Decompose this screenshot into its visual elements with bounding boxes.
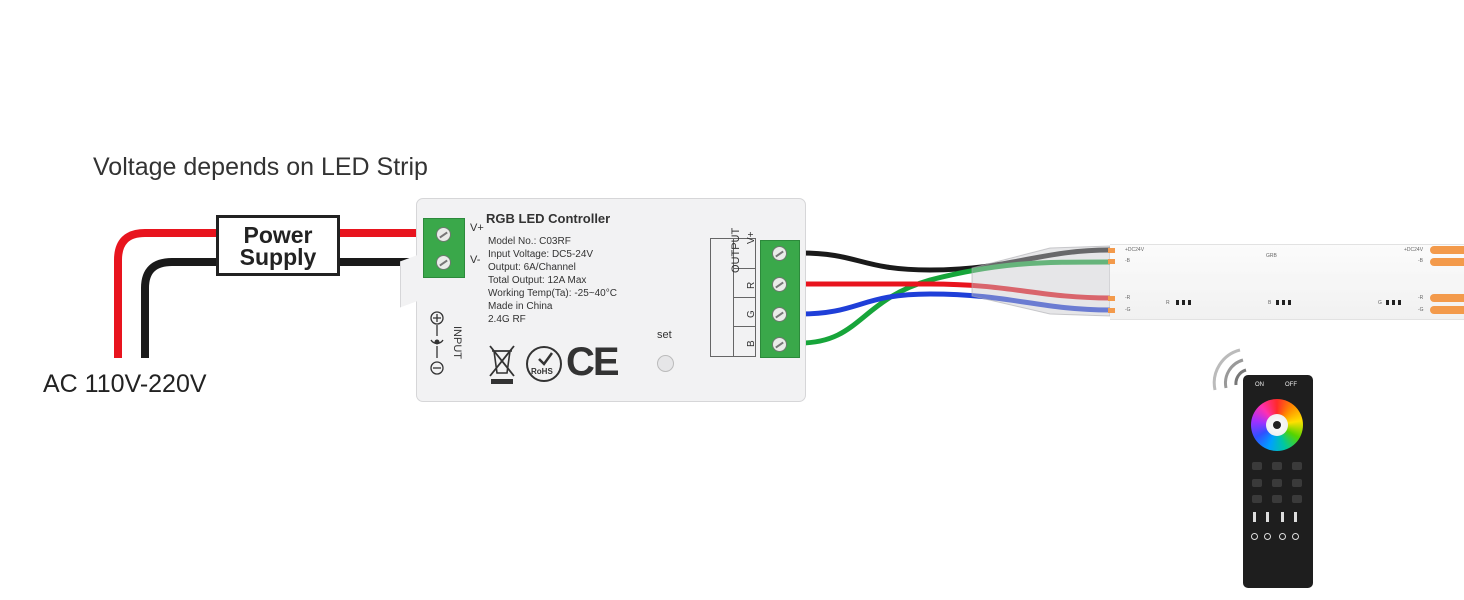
led-strip-center-band — [1110, 274, 1464, 290]
strip-chip-group-1 — [1176, 300, 1194, 305]
input-label: INPUT — [451, 326, 463, 359]
remote-zone-1-marker — [1253, 512, 1256, 522]
signal-arc-middle — [1224, 358, 1244, 389]
remote-button-speed-up[interactable] — [1292, 479, 1302, 487]
rohs-label: RoHS — [531, 367, 553, 376]
strip-segment-g: G — [1378, 300, 1382, 306]
output-screw-vplus — [772, 246, 787, 261]
rohs-badge: RoHS — [526, 346, 562, 382]
input-terminal-block — [423, 218, 465, 278]
strip-right-pad-g — [1430, 306, 1464, 314]
output-vplus-label: V+ — [746, 231, 757, 244]
strip-right-pad-r — [1430, 294, 1464, 302]
signal-arc-inner — [1234, 368, 1247, 386]
strip-label-g: -G — [1125, 307, 1131, 313]
output-panel-line-1 — [733, 268, 755, 269]
remote-zone-2-button[interactable] — [1264, 533, 1271, 540]
output-label: OUTPUT — [730, 227, 742, 273]
input-screw-vminus — [436, 255, 451, 270]
remote-on-label[interactable]: ON — [1255, 382, 1264, 388]
controller-title: RGB LED Controller — [486, 211, 611, 226]
remote-button-bright-up[interactable] — [1292, 495, 1302, 503]
out-green-wire — [799, 259, 1111, 346]
output-label-panel — [710, 238, 756, 357]
set-button[interactable] — [657, 355, 674, 372]
output-b-label: B — [746, 340, 757, 347]
output-screw-g — [772, 307, 787, 322]
strip-label-r: -R — [1125, 295, 1131, 301]
spec-input-voltage: Input Voltage: DC5-24V — [488, 249, 594, 260]
controller-mount-tab — [400, 254, 419, 308]
strip-right-label-r: -R — [1418, 295, 1424, 301]
remote-zone-3-marker — [1281, 512, 1284, 522]
out-black-wire — [799, 247, 1111, 273]
rohs-check-icon — [538, 352, 554, 366]
strip-pad-b — [1108, 259, 1115, 264]
remote-button-brightness[interactable] — [1272, 495, 1282, 503]
strip-center-label: GRB — [1266, 253, 1277, 259]
remote-button-sun[interactable] — [1272, 462, 1282, 470]
strip-label-b: -B — [1125, 258, 1130, 264]
remote-zone-2-marker — [1266, 512, 1269, 522]
output-r-label: R — [746, 281, 757, 289]
power-supply-box: Power Supply — [216, 215, 340, 276]
ce-mark: CE — [566, 340, 620, 384]
weee-bin-icon — [489, 345, 515, 384]
strip-pad-vplus — [1108, 248, 1115, 253]
voltage-note: Voltage depends on LED Strip — [93, 153, 428, 181]
spec-output: Output: 6A/Channel — [488, 262, 576, 273]
remote-zone-1-button[interactable] — [1251, 533, 1258, 540]
power-supply-line1: Power — [243, 221, 313, 248]
output-screw-b — [772, 337, 787, 352]
out-red-wire — [800, 281, 1111, 301]
polarity-symbol-icon — [430, 311, 444, 375]
connector-sleeve — [971, 245, 1111, 317]
spec-model: Model No.: C03RF — [488, 236, 571, 247]
strip-right-pad-b — [1430, 258, 1464, 266]
strip-segment-r: R — [1166, 300, 1170, 306]
ac-input-label: AC 110V-220V — [43, 370, 207, 398]
signal-arc-outer — [1212, 348, 1241, 391]
spec-total-output: Total Output: 12A Max — [488, 275, 587, 286]
strip-segment-b: B — [1268, 300, 1272, 306]
strip-right-label-b: -B — [1418, 258, 1423, 264]
remote-button-speed-down[interactable] — [1252, 479, 1262, 487]
strip-right-label-dc24v: +DC24V — [1404, 247, 1424, 253]
strip-pad-g — [1108, 308, 1115, 313]
ac-black-wire — [141, 258, 218, 358]
output-screw-r — [772, 277, 787, 292]
remote-zone-3-button[interactable] — [1279, 533, 1286, 540]
strip-right-label-g: -G — [1418, 307, 1424, 313]
ac-red-wire — [114, 229, 218, 358]
strip-chip-group-3 — [1386, 300, 1404, 305]
strip-chip-group-2 — [1276, 300, 1294, 305]
output-panel-line-2 — [733, 297, 755, 298]
output-panel-line-3 — [733, 326, 755, 327]
strip-right-pad-vplus — [1430, 246, 1464, 254]
output-terminal-block — [760, 240, 800, 358]
input-vplus-label: V+ — [470, 222, 484, 234]
remote-button-bright-down[interactable] — [1252, 495, 1262, 503]
remote-off-label[interactable]: OFF — [1285, 382, 1297, 388]
set-label: set — [657, 329, 672, 341]
power-supply-line2: Supply — [239, 243, 317, 270]
remote-zone-4-button[interactable] — [1292, 533, 1299, 540]
strip-pad-r — [1108, 296, 1115, 301]
remote-button-white[interactable] — [1272, 479, 1282, 487]
spec-rf: 2.4G RF — [488, 314, 526, 325]
strip-label-dc24v: +DC24V — [1125, 247, 1145, 253]
spec-origin: Made in China — [488, 301, 553, 312]
remote-button-mode[interactable] — [1252, 462, 1262, 470]
spec-working-temp: Working Temp(Ta): -25~40°C — [488, 288, 617, 299]
remote-zone-4-marker — [1294, 512, 1297, 522]
remote-button-w[interactable] — [1292, 462, 1302, 470]
color-wheel-button[interactable] — [1273, 421, 1281, 429]
output-g-label: G — [746, 310, 757, 318]
input-screw-vplus — [436, 227, 451, 242]
input-vminus-label: V- — [470, 254, 481, 266]
out-blue-wire — [799, 291, 1111, 317]
